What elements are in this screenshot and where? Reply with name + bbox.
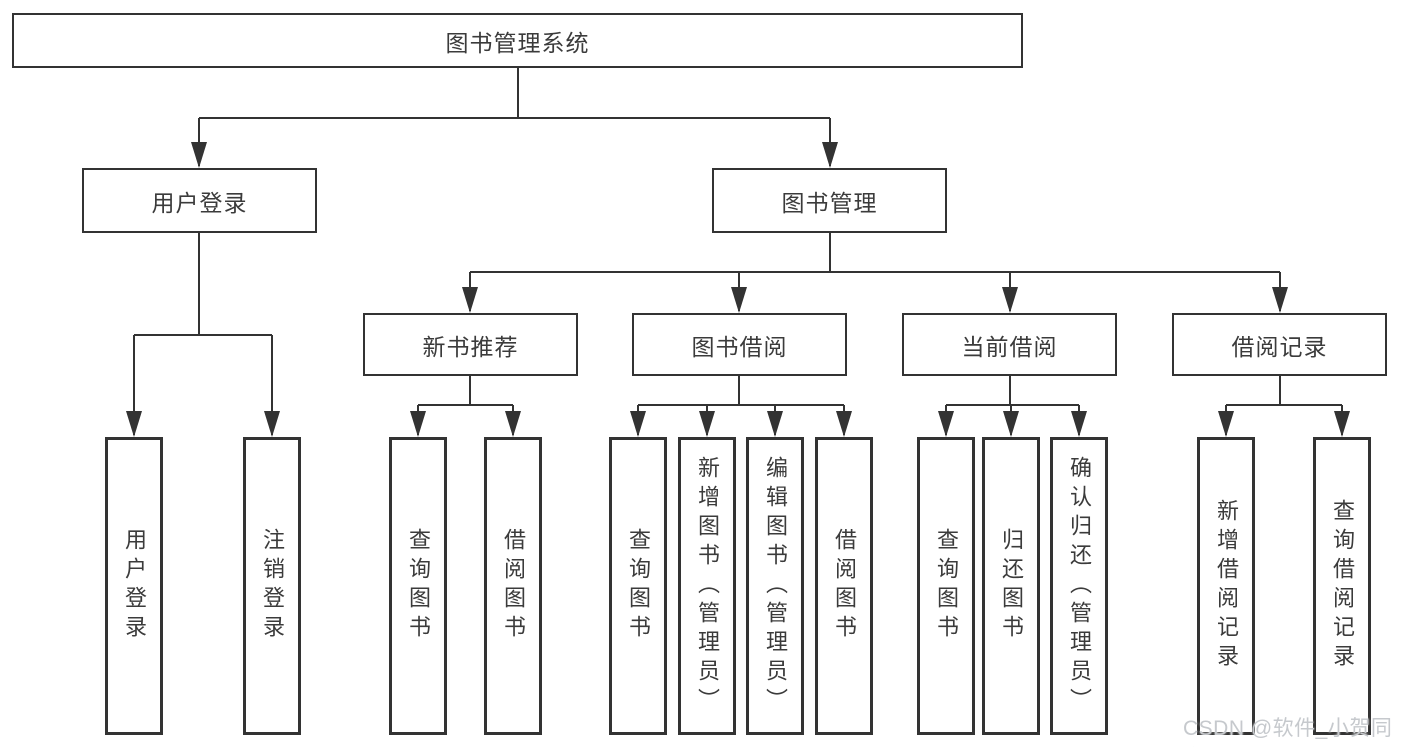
- leaf-query-books-borrow: 查询图书: [609, 437, 667, 735]
- node-user-login: 用户登录: [82, 168, 317, 233]
- leaf-return-book: 归还图书: [982, 437, 1040, 735]
- leaf-add-book-admin: 新增图书（管理员）: [678, 437, 736, 735]
- node-current-borrow: 当前借阅: [902, 313, 1117, 376]
- leaf-borrow-books: 借阅图书: [815, 437, 873, 735]
- leaf-add-borrow-record-label: 新增借阅记录: [1214, 499, 1239, 673]
- leaf-confirm-return-admin: 确认归还（管理员）: [1050, 437, 1108, 735]
- leaf-return-book-label: 归还图书: [999, 528, 1024, 644]
- leaf-add-borrow-record: 新增借阅记录: [1197, 437, 1255, 735]
- leaf-query-borrow-record-label: 查询借阅记录: [1330, 499, 1355, 673]
- node-borrow-records-label: 借阅记录: [1231, 333, 1328, 360]
- node-root: 图书管理系统: [12, 13, 1023, 68]
- leaf-query-borrow-record: 查询借阅记录: [1313, 437, 1371, 735]
- node-root-label: 图书管理系统: [445, 29, 590, 56]
- node-new-book-recommend: 新书推荐: [363, 313, 578, 376]
- watermark: CSDN @软件_小贺同学: [1183, 717, 1393, 740]
- node-new-book-recommend-label: 新书推荐: [422, 333, 519, 360]
- node-book-borrow: 图书借阅: [632, 313, 847, 376]
- leaf-query-books-borrow-label: 查询图书: [626, 528, 651, 644]
- node-borrow-records: 借阅记录: [1172, 313, 1387, 376]
- node-book-borrow-label: 图书借阅: [691, 333, 788, 360]
- leaf-user-login: 用户登录: [105, 437, 163, 735]
- leaf-add-book-admin-label: 新增图书（管理员）: [695, 455, 720, 717]
- leaf-edit-book-admin-label: 编辑图书（管理员）: [763, 455, 788, 717]
- leaf-borrow-books-recommend: 借阅图书: [484, 437, 542, 735]
- node-current-borrow-label: 当前借阅: [961, 333, 1058, 360]
- node-book-management: 图书管理: [712, 168, 947, 233]
- leaf-logout-label: 注销登录: [260, 528, 285, 644]
- leaf-borrow-books-recommend-label: 借阅图书: [501, 528, 526, 644]
- leaf-edit-book-admin: 编辑图书（管理员）: [746, 437, 804, 735]
- arrowheads: [126, 142, 1350, 437]
- leaf-query-books-current-label: 查询图书: [934, 528, 959, 644]
- leaf-logout: 注销登录: [243, 437, 301, 735]
- node-user-login-label: 用户登录: [151, 189, 248, 216]
- leaf-user-login-label: 用户登录: [122, 528, 147, 644]
- leaf-query-books-recommend-label: 查询图书: [406, 528, 431, 644]
- leaf-confirm-return-admin-label: 确认归还（管理员）: [1067, 455, 1092, 717]
- leaf-query-books-recommend: 查询图书: [389, 437, 447, 735]
- leaf-query-books-current: 查询图书: [917, 437, 975, 735]
- leaf-borrow-books-label: 借阅图书: [832, 528, 857, 644]
- node-book-management-label: 图书管理: [781, 189, 878, 216]
